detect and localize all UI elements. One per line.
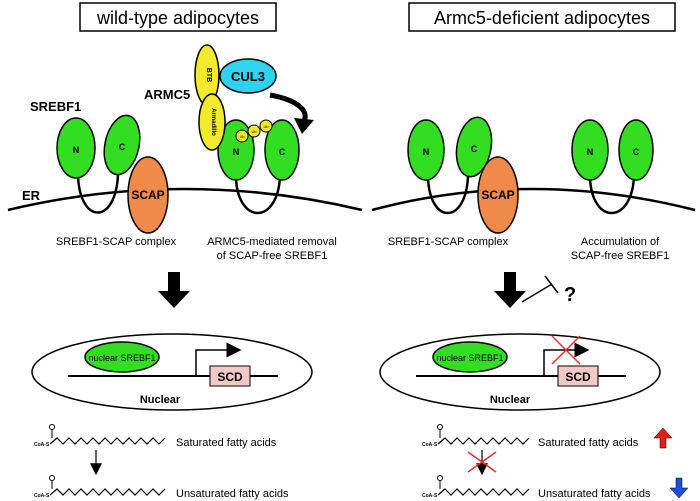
srebf1-loop-left	[426, 175, 470, 215]
inhibition-bar	[544, 275, 559, 294]
btb-label: BTB	[205, 68, 212, 82]
ub-label: Ub	[251, 129, 257, 134]
c-label: C	[279, 147, 286, 157]
saturated-chain	[49, 437, 166, 445]
n-label: N	[73, 145, 80, 155]
removal-caption-line1: ARMC5-mediated removal	[207, 236, 337, 248]
unsaturated-label: Unsaturated fatty acids	[176, 488, 289, 500]
ubiquitin-arrowhead	[294, 118, 314, 134]
unsaturated-label: Unsaturated fatty acids	[538, 488, 651, 500]
srebf1-c-domain	[455, 116, 493, 178]
srebf1-n-domain	[56, 117, 96, 179]
nuclear-srebf1	[84, 341, 160, 373]
ub-label: Ub	[263, 124, 269, 129]
cul3-protein	[219, 58, 277, 94]
coa-label: CoA-S	[34, 442, 50, 448]
saturated-label: Saturated fatty acids	[538, 437, 639, 449]
carbonyl-oxygen	[437, 475, 443, 481]
complex-caption: SREBF1-SCAP complex	[388, 236, 509, 248]
nuclear-srebf1-label: nuclear SREBF1	[436, 353, 503, 363]
scd-label: SCD	[565, 370, 591, 384]
left-title-box	[79, 2, 277, 32]
coa-label: CoA-S	[422, 493, 438, 499]
coa-label: CoA-S	[34, 493, 50, 499]
srebf1-free-c-domain	[264, 119, 300, 181]
srebf1-free-c-domain	[618, 119, 654, 181]
down-arrow	[494, 272, 526, 308]
unsaturated-chain	[437, 488, 530, 496]
coa-label: CoA-S	[422, 442, 438, 448]
ub-label: Ub	[239, 134, 245, 139]
scap-protein	[477, 156, 519, 234]
c-label: C	[471, 144, 478, 154]
transcription-arrow	[543, 342, 590, 376]
carbonyl-oxygen	[49, 475, 55, 481]
ubiquitin-3	[259, 119, 273, 133]
right-title: Armc5-deficient adipocytes	[434, 8, 650, 28]
srebf1-free-n-domain	[571, 119, 609, 181]
srebf1-free-loop	[588, 175, 636, 215]
transcription-arrow	[195, 342, 242, 376]
scd-gene	[557, 365, 599, 387]
increase-arrow	[653, 427, 673, 449]
ubiquitin-1	[235, 129, 249, 143]
srebf1-free-loop	[234, 175, 282, 215]
decrease-arrow	[669, 477, 689, 499]
c-label: C	[119, 142, 126, 152]
inhibition-line	[521, 283, 553, 303]
removal-caption-line2: of SCAP-free SREBF1	[217, 250, 328, 262]
scd-gene	[209, 365, 251, 387]
unsaturated-chain	[49, 488, 166, 496]
carbonyl-oxygen	[437, 424, 443, 430]
complex-caption: SREBF1-SCAP complex	[56, 236, 177, 248]
n-label: N	[587, 147, 594, 157]
n-label: N	[233, 147, 240, 157]
nuclear-label: Nuclear	[140, 394, 181, 406]
cul3-label: CUL3	[231, 69, 265, 84]
down-arrow	[158, 272, 190, 308]
srebf1-label: SREBF1	[30, 99, 81, 114]
scap-protein	[127, 156, 169, 234]
srebf1-c-domain	[103, 114, 141, 176]
right-title-box	[408, 2, 676, 32]
er-label: ER	[22, 188, 41, 203]
ubiquitin-2	[247, 124, 261, 138]
carbonyl-oxygen	[49, 424, 55, 430]
saturated-chain	[437, 437, 530, 445]
armc5-armadillo-domain	[198, 93, 226, 151]
srebf1-loop-left	[76, 173, 120, 214]
left-panel: wild-type adipocytes SREBF1 ARMC5 ER N C…	[7, 2, 363, 500]
accum-caption-line2: SCAP-free SREBF1	[571, 250, 669, 262]
block-cross	[551, 335, 581, 365]
nuclear-label: Nuclear	[490, 394, 531, 406]
scd-label: SCD	[217, 370, 243, 384]
left-title: wild-type adipocytes	[96, 8, 259, 28]
srebf1-n-domain	[407, 119, 445, 181]
right-panel: Armc5-deficient adipocytes N C SCAP N C …	[371, 2, 696, 500]
c-label: C	[633, 147, 640, 157]
er-membrane-left	[7, 187, 363, 212]
question-mark: ?	[564, 284, 576, 306]
armadillo-label: Armadillo	[210, 108, 216, 136]
nuclear-srebf1	[432, 341, 508, 373]
er-membrane-right	[371, 187, 696, 212]
nuclear-srebf1-label: nuclear SREBF1	[88, 353, 155, 363]
armc5-label: ARMC5	[144, 87, 190, 102]
desaturation-block-cross	[467, 451, 497, 473]
accum-caption-line1: Accumulation of	[581, 236, 660, 248]
n-label: N	[423, 147, 430, 157]
scap-label: SCAP	[131, 188, 164, 202]
scap-label: SCAP	[481, 188, 514, 202]
saturated-label: Saturated fatty acids	[176, 437, 277, 449]
